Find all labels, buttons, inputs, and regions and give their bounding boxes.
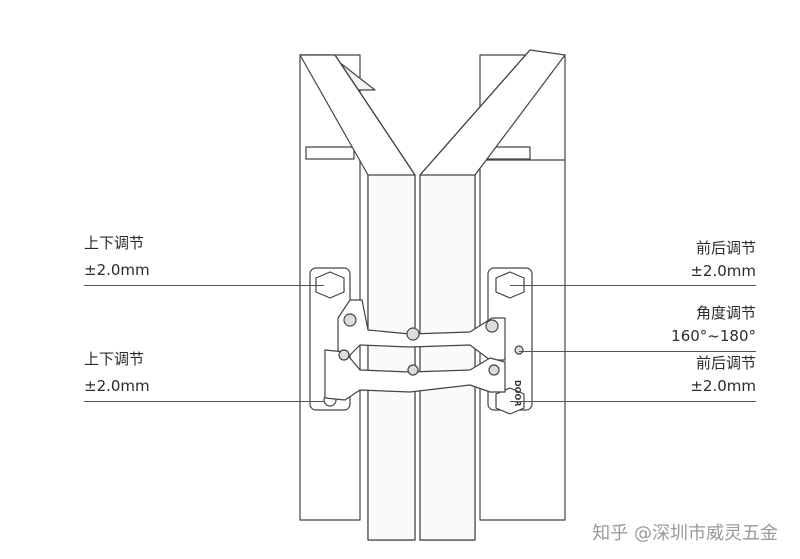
leader-line-right-top — [510, 285, 756, 286]
annotation-right-bottom-value: ±2.0mm — [690, 377, 756, 395]
annotation-right-top-title: 前后调节 — [695, 239, 756, 257]
annotation-left-top-value: ±2.0mm — [84, 261, 150, 279]
upper-hinge-arm — [337, 299, 506, 361]
lower-hinge-arm — [324, 345, 524, 401]
annotation-left-bottom-title: 上下调节 — [84, 350, 145, 368]
leader-line-left-bottom — [84, 401, 324, 402]
watermark: 知乎 @深圳市威灵五金 — [592, 523, 778, 544]
annotation-right-mid-value: 160°~180° — [671, 327, 756, 345]
annotation-left-top-title: 上下调节 — [84, 234, 145, 252]
left-door-leaf — [299, 54, 416, 541]
annotation-right-mid-title: 角度调节 — [695, 304, 756, 322]
leader-line-right-bottom — [510, 401, 756, 402]
right-door-leaf — [419, 49, 566, 541]
annotation-right-bottom-title: 前后调节 — [695, 354, 756, 372]
leader-line-left-top — [84, 285, 324, 286]
annotation-right-top-value: ±2.0mm — [690, 262, 756, 280]
leader-line-right-mid — [519, 351, 756, 352]
hinge-door-mark: DOOR — [513, 380, 522, 406]
annotation-left-bottom-value: ±2.0mm — [84, 377, 150, 395]
